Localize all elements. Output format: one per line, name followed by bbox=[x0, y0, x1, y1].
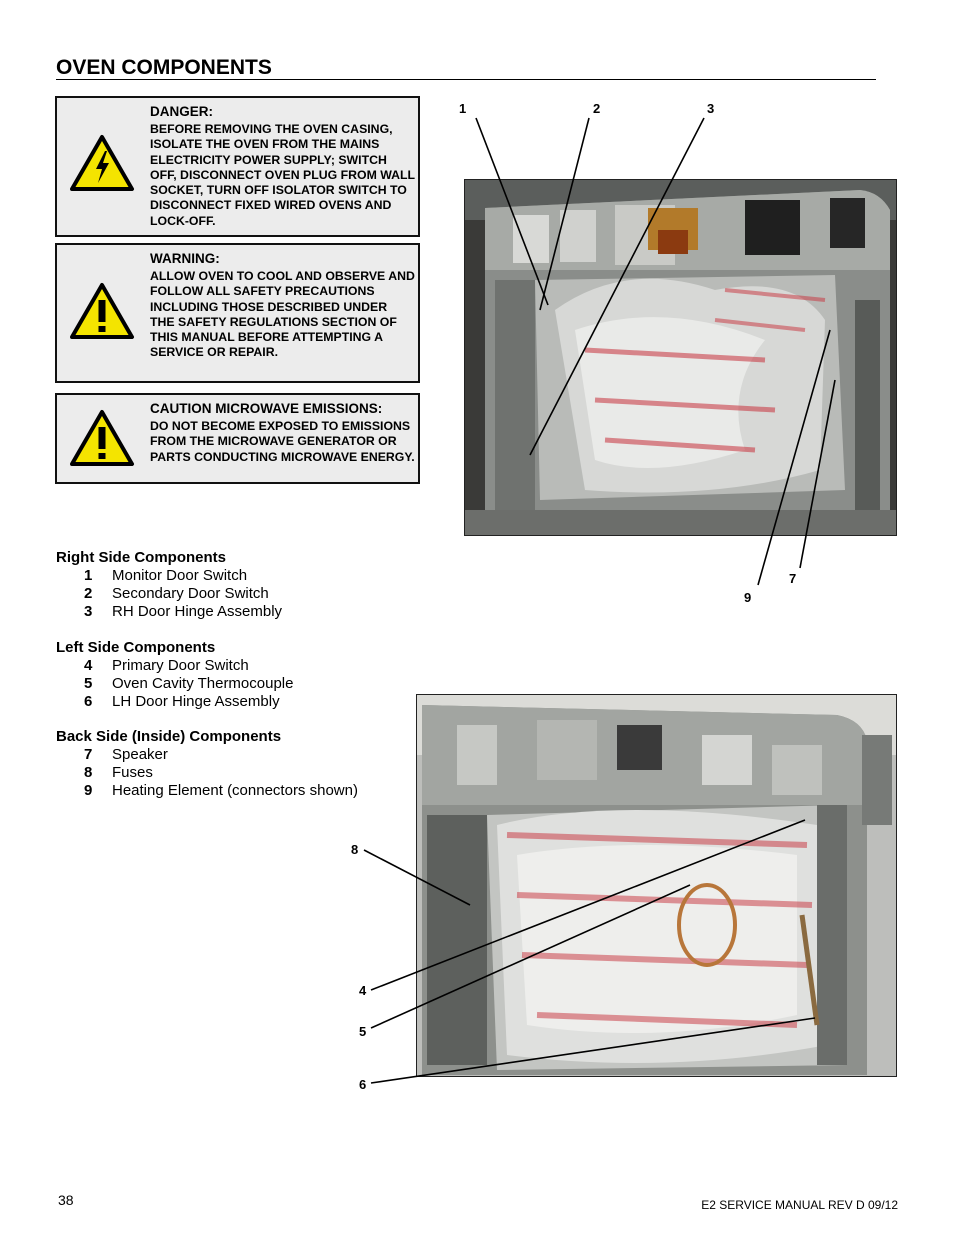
callout-4: 4 bbox=[359, 983, 367, 998]
list-item: 4 Primary Door Switch bbox=[56, 657, 249, 675]
oven-left-side-image bbox=[417, 695, 896, 1076]
exclamation-icon bbox=[70, 283, 134, 339]
callout-2: 2 bbox=[593, 101, 601, 116]
list-item: 2 Secondary Door Switch bbox=[56, 585, 269, 603]
callout-1: 1 bbox=[459, 101, 467, 116]
section-title: Right Side Components bbox=[56, 549, 226, 566]
item-number: 1 bbox=[84, 567, 93, 584]
oven-right-side-image bbox=[465, 180, 896, 535]
item-number: 6 bbox=[84, 693, 93, 710]
item-label: Speaker bbox=[112, 746, 168, 763]
right-side-list: Right Side Components 1 Monitor Door Swit… bbox=[56, 549, 282, 621]
list-item: 9 Heating Element (connectors shown) bbox=[56, 782, 358, 800]
high-voltage-icon bbox=[70, 135, 134, 191]
item-number: 3 bbox=[84, 603, 93, 620]
exclamation-icon bbox=[70, 410, 134, 466]
warning-box: WARNING: ALLOW OVEN TO COOL AND OBSERVE … bbox=[55, 243, 420, 383]
footer-text: E2 SERVICE MANUAL REV D 09/12 bbox=[701, 1198, 898, 1212]
caution-box: CAUTION MICROWAVE EMISSIONS: DO NOT BECO… bbox=[55, 393, 420, 484]
item-number: 5 bbox=[84, 675, 93, 692]
callout-7: 7 bbox=[789, 571, 797, 586]
warning-text: ALLOW OVEN TO COOL AND OBSERVE AND FOLLO… bbox=[150, 269, 415, 360]
callout-6: 6 bbox=[359, 1077, 367, 1092]
item-label: RH Door Hinge Assembly bbox=[112, 603, 283, 620]
item-label: Heating Element (connectors shown) bbox=[112, 782, 358, 799]
danger-box: DANGER: BEFORE REMOVING THE OVEN CASING,… bbox=[55, 96, 420, 237]
page-number: 38 bbox=[58, 1192, 74, 1208]
item-number: 2 bbox=[84, 585, 93, 602]
item-label: Primary Door Switch bbox=[112, 657, 249, 674]
item-label: Fuses bbox=[112, 764, 153, 781]
warning-heading: WARNING: bbox=[150, 251, 220, 266]
item-number: 8 bbox=[84, 764, 93, 781]
list-item: 3 RH Door Hinge Assembly bbox=[56, 603, 282, 621]
callout-8: 8 bbox=[351, 842, 359, 857]
right-side-photo bbox=[464, 179, 897, 536]
title-rule bbox=[56, 79, 876, 80]
item-number: 7 bbox=[84, 746, 93, 763]
caution-text: DO NOT BECOME EXPOSED TO EMISSIONS FROM … bbox=[150, 419, 415, 464]
section-title: Left Side Components bbox=[56, 639, 216, 656]
caution-heading: CAUTION MICROWAVE EMISSIONS: bbox=[150, 401, 383, 416]
item-number: 9 bbox=[84, 782, 93, 799]
page-title: OVEN COMPONENTS bbox=[56, 56, 272, 79]
item-label: LH Door Hinge Assembly bbox=[112, 693, 280, 710]
list-item: 5 Oven Cavity Thermocouple bbox=[56, 675, 293, 693]
list-item: 8 Fuses bbox=[56, 764, 281, 782]
list-item: 6 LH Door Hinge Assembly bbox=[56, 693, 280, 711]
left-side-photo bbox=[416, 694, 897, 1077]
item-label: Oven Cavity Thermocouple bbox=[112, 675, 294, 692]
callout-5: 5 bbox=[359, 1024, 367, 1039]
item-number: 4 bbox=[84, 657, 93, 674]
item-label: Secondary Door Switch bbox=[112, 585, 269, 602]
list-item: 7 Speaker bbox=[56, 746, 281, 764]
back-side-list: Back Side (Inside) Components 7 Speaker 8… bbox=[56, 728, 358, 800]
list-item: 1 Monitor Door Switch bbox=[56, 567, 247, 585]
item-label: Monitor Door Switch bbox=[112, 567, 248, 584]
danger-heading: DANGER: bbox=[150, 104, 213, 119]
callout-3: 3 bbox=[707, 101, 715, 116]
left-side-list: Left Side Components 4 Primary Door Switc… bbox=[56, 639, 293, 711]
danger-text: BEFORE REMOVING THE OVEN CASING, ISOLATE… bbox=[150, 122, 415, 228]
callout-9: 9 bbox=[744, 590, 752, 605]
section-title: Back Side (Inside) Components bbox=[56, 728, 282, 745]
